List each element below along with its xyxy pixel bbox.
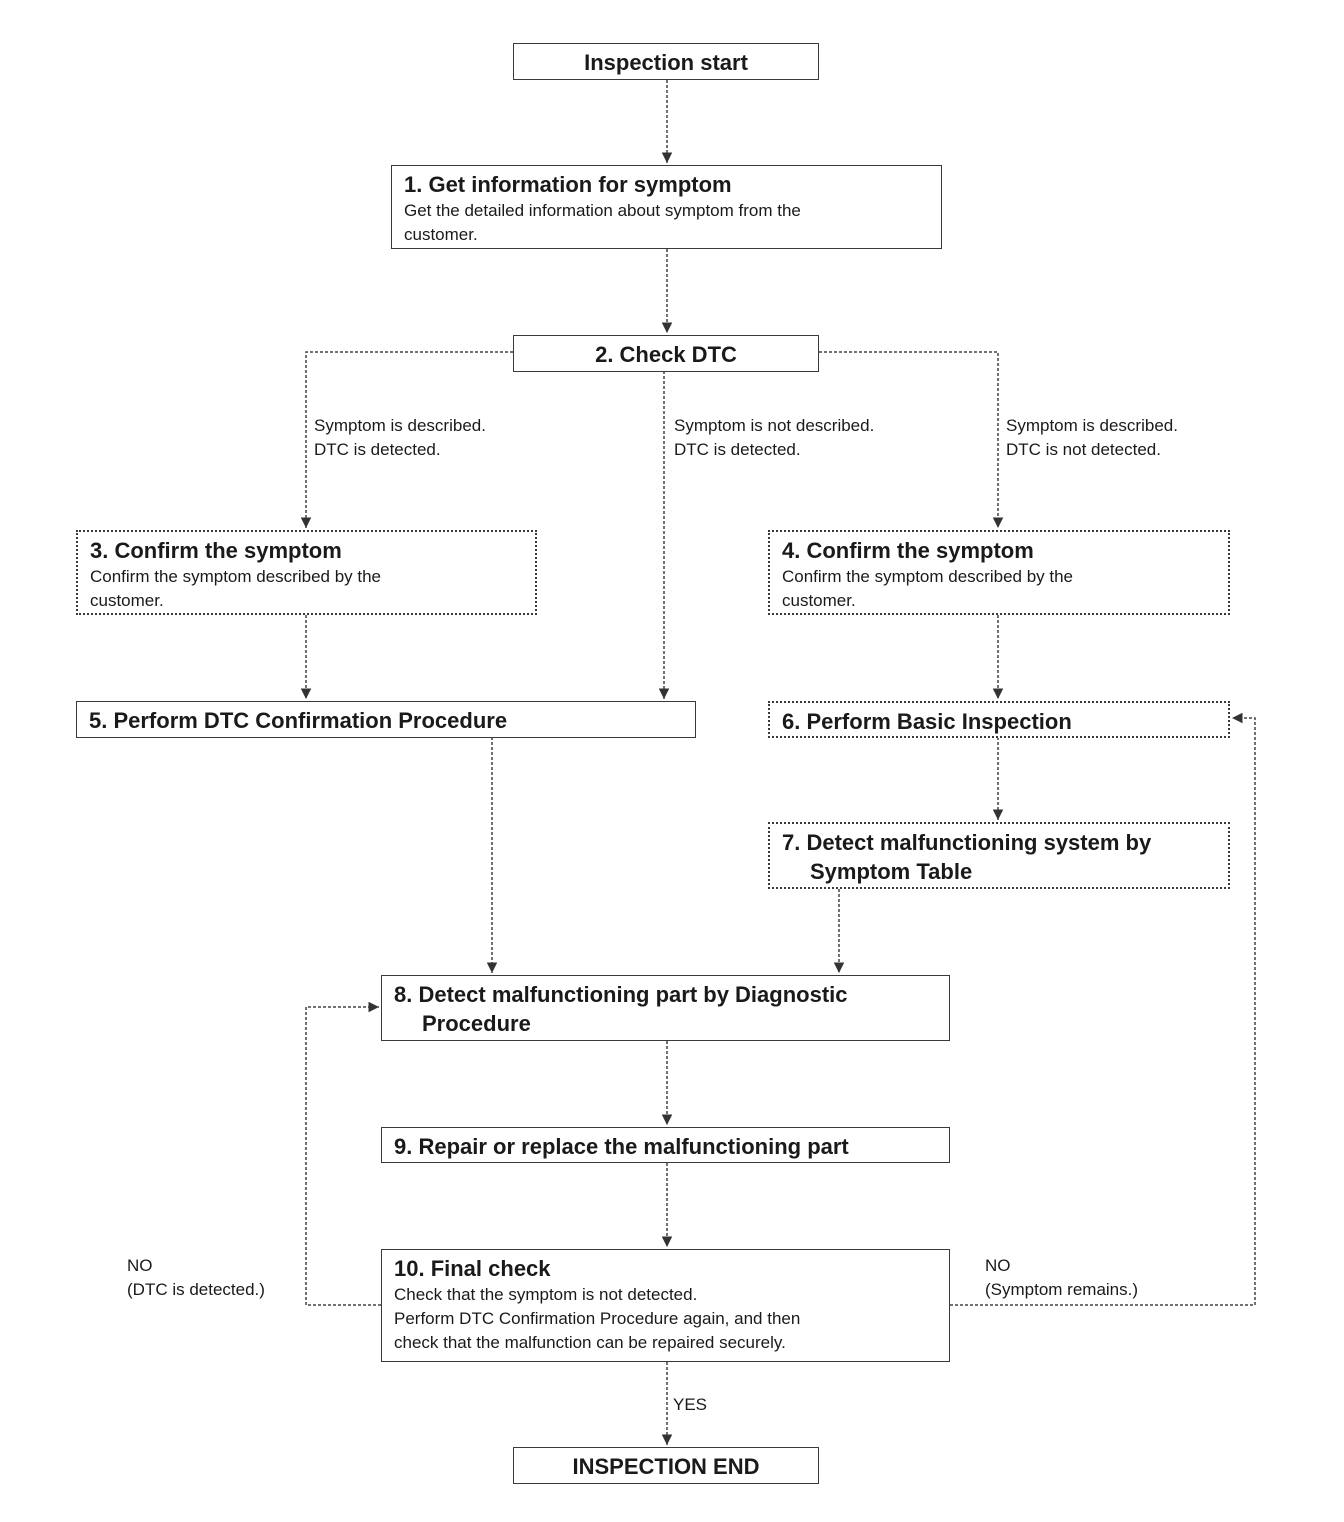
step-1-title: 1. Get information for symptom [404, 172, 732, 197]
step-2-box: 2. Check DTC [513, 335, 819, 372]
step-3-desc-line: Confirm the symptom described by the [90, 567, 382, 586]
step-8-box: 8. Detect malfunctioning part by Diagnos… [381, 975, 950, 1041]
loop-label-line: (Symptom remains.) [985, 1280, 1139, 1299]
step-10-desc-line: Check that the symptom is not detected. [394, 1285, 698, 1304]
step-1-box: 1. Get information for symptom Get the d… [391, 165, 942, 249]
step-4-box: 4. Confirm the symptom Confirm the sympt… [768, 530, 1230, 615]
branch-label-line: Symptom is not described. [674, 416, 875, 435]
loop-label-no-symptom: NO (Symptom remains.) [985, 1254, 1138, 1302]
step-10-desc-line: Perform DTC Confirmation Procedure again… [394, 1309, 801, 1328]
arrow-step10-no-to-step8 [305, 1001, 381, 1306]
step-10-desc-line: check that the malfunction can be repair… [394, 1333, 786, 1352]
inspection-start-box: Inspection start [513, 43, 819, 80]
step-6-title: 6. Perform Basic Inspection [782, 709, 1072, 734]
branch-label-line: Symptom is described. [314, 416, 486, 435]
step-5-title: 5. Perform DTC Confirmation Procedure [89, 708, 508, 733]
arrow-step2-to-step4 [819, 351, 1004, 528]
step-1-desc-line: customer. [404, 225, 478, 244]
step-7-title: 7. Detect malfunctioning system by Sympt… [782, 830, 1152, 884]
loop-label-line: NO [127, 1256, 153, 1275]
step-7-box: 7. Detect malfunctioning system by Sympt… [768, 822, 1230, 889]
step-10-title: 10. Final check [394, 1256, 551, 1281]
inspection-start-title: Inspection start [584, 50, 748, 75]
step-6-box: 6. Perform Basic Inspection [768, 701, 1230, 738]
step-5-box: 5. Perform DTC Confirmation Procedure [76, 701, 696, 738]
yes-label: YES [673, 1395, 708, 1414]
inspection-end-title: INSPECTION END [572, 1454, 760, 1479]
branch-label-left: Symptom is described. DTC is detected. [314, 414, 486, 462]
branch-label-line: DTC is detected. [674, 440, 801, 459]
branch-label-middle: Symptom is not described. DTC is detecte… [674, 414, 874, 462]
step-4-desc-line: customer. [782, 591, 856, 610]
step-4-title: 4. Confirm the symptom [782, 538, 1034, 563]
step-8-title: 8. Detect malfunctioning part by Diagnos… [394, 982, 848, 1036]
step-3-desc-line: customer. [90, 591, 164, 610]
loop-label-no-dtc: NO (DTC is detected.) [127, 1254, 265, 1302]
branch-label-right: Symptom is described. DTC is not detecte… [1006, 414, 1178, 462]
step-4-desc-line: Confirm the symptom described by the [782, 567, 1074, 586]
step-9-box: 9. Repair or replace the malfunctioning … [381, 1127, 950, 1163]
step-1-desc-line: Get the detailed information about sympt… [404, 201, 801, 220]
step-10-box: 10. Final check Check that the symptom i… [381, 1249, 950, 1362]
step-3-title: 3. Confirm the symptom [90, 538, 342, 563]
step-9-title: 9. Repair or replace the malfunctioning … [394, 1134, 849, 1159]
arrow-step2-to-step3 [300, 351, 513, 528]
branch-label-line: DTC is detected. [314, 440, 441, 459]
step-2-title: 2. Check DTC [595, 342, 737, 367]
inspection-end-box: INSPECTION END [513, 1447, 819, 1484]
loop-label-line: NO [985, 1256, 1011, 1275]
branch-label-line: DTC is not detected. [1006, 440, 1161, 459]
branch-label-line: Symptom is described. [1006, 416, 1178, 435]
arrow-step10-no-to-step6 [950, 712, 1256, 1306]
step-3-box: 3. Confirm the symptom Confirm the sympt… [76, 530, 537, 615]
loop-label-line: (DTC is detected.) [127, 1280, 265, 1299]
